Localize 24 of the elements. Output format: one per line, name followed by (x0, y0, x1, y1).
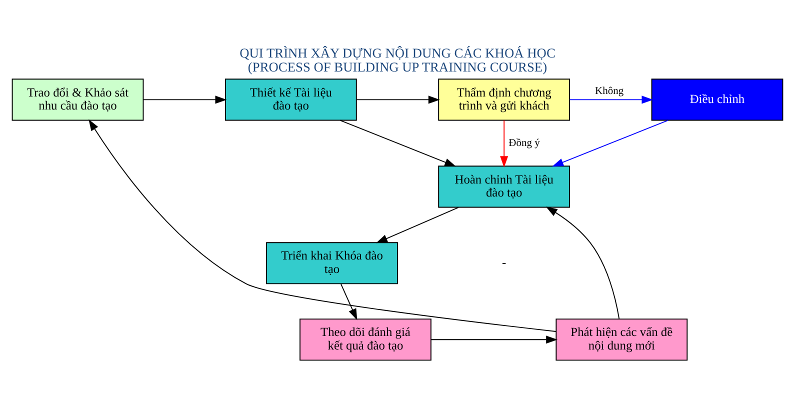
node-box: Phát hiện các vấn đề nội dung mới (556, 318, 688, 361)
label: - (502, 255, 506, 270)
edge-label: Không (595, 86, 624, 97)
node-box: Thiết kế Tài liệu đào tạo (224, 78, 357, 121)
node-box: Theo dõi đánh giá kết quả đào tạo (300, 318, 432, 361)
node-box: Triển khai Khóa đào tạo (266, 242, 398, 284)
arrow (546, 206, 620, 320)
arrow (340, 120, 456, 167)
arrow (552, 120, 669, 167)
arrow (430, 336, 558, 344)
arrow (356, 96, 440, 104)
arrow (569, 96, 654, 104)
arrow (143, 96, 227, 104)
caption: (PROCESS OF BUILDING UP TRAINING COURSE) (248, 60, 548, 75)
arrow (340, 284, 358, 320)
arrow (500, 120, 508, 168)
arrow (88, 119, 556, 332)
diagram-title: QUI TRÌNH XÂY DỰNG NỘI DUNG CÁC KHOÁ HỌC (240, 45, 556, 60)
node-box: Hoàn chỉnh Tài liệu đào tạo (438, 166, 570, 208)
node-box: Điều chỉnh (651, 78, 784, 121)
arrow (376, 206, 459, 244)
node-box: Trao đổi & Khảo sát nhu cầu đào tạo (12, 78, 144, 121)
node-box: Thẩm định chương trình và gửi khách (438, 78, 570, 121)
edge-label: Đồng ý (508, 138, 540, 149)
